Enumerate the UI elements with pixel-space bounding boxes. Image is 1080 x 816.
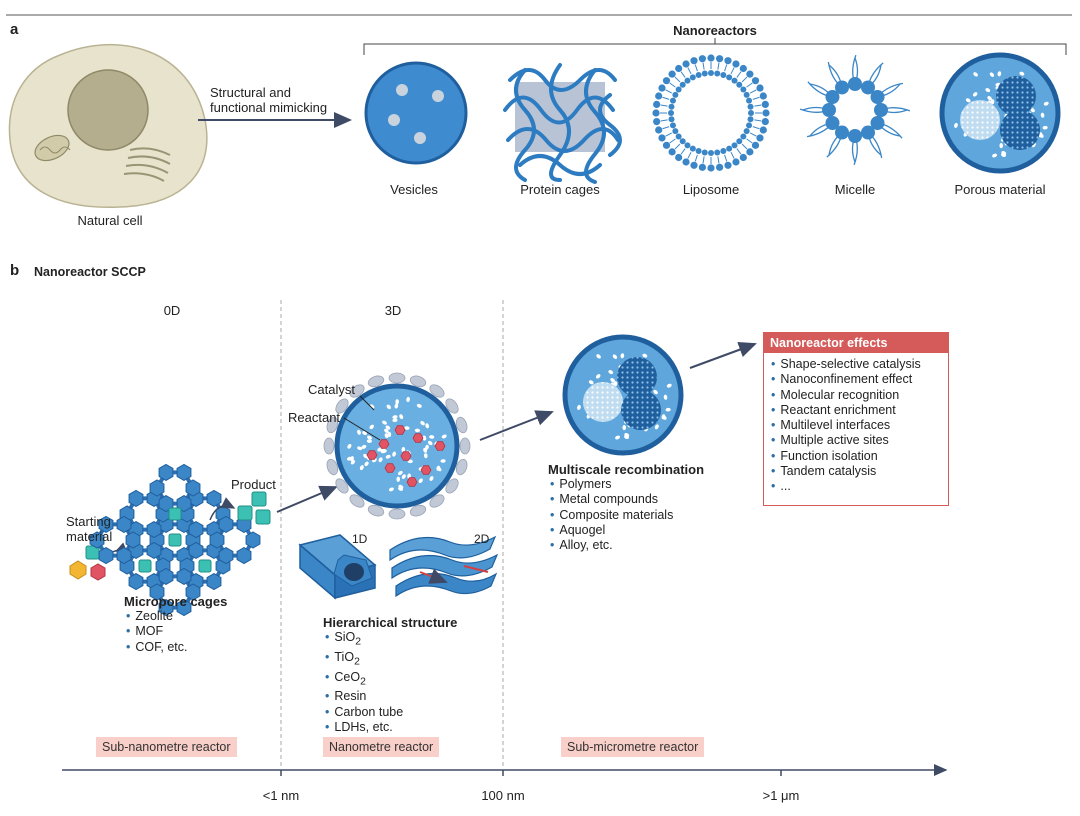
mimic-label-line2: functional mimicking [210, 100, 328, 115]
nanometre-reactor-tag: Nanometre reactor [323, 737, 440, 757]
effects-item: Multiple active sites [771, 433, 948, 448]
mimic-label-line1: Structural and [210, 85, 291, 100]
micropore-item: COF, etc. [126, 640, 187, 655]
nanoreactor-effects-box: Nanoreactor effects Shape-selective cata… [763, 332, 949, 506]
multiscale-sphere-illustration [562, 334, 684, 456]
product-icons [237, 491, 271, 525]
liposome-illustration [652, 54, 770, 172]
axis-tick-1um: >1 μm [762, 788, 800, 803]
micropore-item: MOF [126, 624, 187, 639]
hierarchical-item: LDHs, etc. [325, 720, 403, 735]
effects-item: ... [771, 479, 948, 494]
vesicles-label: Vesicles [390, 182, 438, 197]
sub-nanometre-reactor-tag: Sub-nanometre reactor [96, 737, 237, 757]
multiscale-item: Metal compounds [550, 492, 673, 507]
protein-cage-illustration [503, 63, 622, 184]
hierarchical-item: Carbon tube [325, 705, 403, 720]
porous-material-label: Porous material [954, 182, 1046, 197]
multiscale-title: Multiscale recombination [548, 462, 705, 477]
reactant-label: Reactant [288, 410, 341, 425]
panel-b-title: Nanoreactor SCCP [34, 265, 146, 279]
starting-material-icons [69, 545, 106, 581]
effects-item: Nanoconfinement effect [771, 372, 948, 387]
dimension-1d: 1D [352, 532, 368, 546]
hierarchical-list: SiO2 TiO2 CeO2 Resin Carbon tube LDHs, e… [325, 630, 403, 735]
panel-b-label: b [10, 262, 20, 279]
catalyst-sphere-illustration [323, 372, 471, 520]
hierarchical-item: TiO2 [325, 650, 403, 670]
effects-item: Molecular recognition [771, 388, 948, 403]
effects-item: Function isolation [771, 449, 948, 464]
micelle-label: Micelle [834, 182, 876, 197]
multiscale-item: Alloy, etc. [550, 538, 673, 553]
sub-micrometre-reactor-tag: Sub-micrometre reactor [561, 737, 705, 757]
axis-tick-1nm: <1 nm [262, 788, 300, 803]
panel-a-label: a [10, 21, 19, 38]
micropore-cage-illustration [89, 463, 261, 617]
hierarchical-item: Resin [325, 689, 403, 704]
micropore-title: Micropore cages [124, 594, 228, 609]
protein-cages-label: Protein cages [520, 182, 600, 197]
micropore-list: Zeolite MOF COF, etc. [126, 609, 187, 655]
natural-cell-illustration [8, 43, 208, 209]
effects-item: Tandem catalysis [771, 464, 948, 479]
multiscale-item: Polymers [550, 477, 673, 492]
dimension-3d: 3D [384, 303, 402, 318]
multiscale-item: Composite materials [550, 508, 673, 523]
liposome-label: Liposome [682, 182, 740, 197]
effects-list: Shape-selective catalysis Nanoconfinemen… [764, 353, 948, 495]
product-label: Product [231, 477, 276, 492]
effects-item: Reactant enrichment [771, 403, 948, 418]
micelle-illustration [799, 54, 911, 166]
micropore-item: Zeolite [126, 609, 187, 624]
effects-title: Nanoreactor effects [764, 333, 948, 353]
effects-item: Shape-selective catalysis [771, 357, 948, 372]
nanoreactor-bracket [363, 43, 1067, 55]
starting-material-line2: material [66, 529, 113, 544]
axis-tick-100nm: 100 nm [481, 788, 525, 803]
layered-sheet-illustration [389, 535, 499, 598]
effects-item: Multilevel interfaces [771, 418, 948, 433]
carbon-tube-illustration [298, 534, 377, 600]
multiscale-list: Polymers Metal compounds Composite mater… [550, 477, 673, 553]
porous-material-illustration [939, 52, 1061, 174]
starting-material-line1: Starting [66, 514, 111, 529]
hierarchical-item: CeO2 [325, 670, 403, 690]
hierarchical-title: Hierarchical structure [323, 615, 458, 630]
nanoreactors-title: Nanoreactors [673, 23, 757, 38]
dimension-2d: 2D [474, 532, 490, 546]
dimension-0d: 0D [163, 303, 181, 318]
natural-cell-label: Natural cell [77, 213, 143, 228]
vesicle-illustration [364, 61, 468, 165]
catalyst-label: Catalyst [308, 382, 355, 397]
hierarchical-item: SiO2 [325, 630, 403, 650]
multiscale-item: Aquogel [550, 523, 673, 538]
